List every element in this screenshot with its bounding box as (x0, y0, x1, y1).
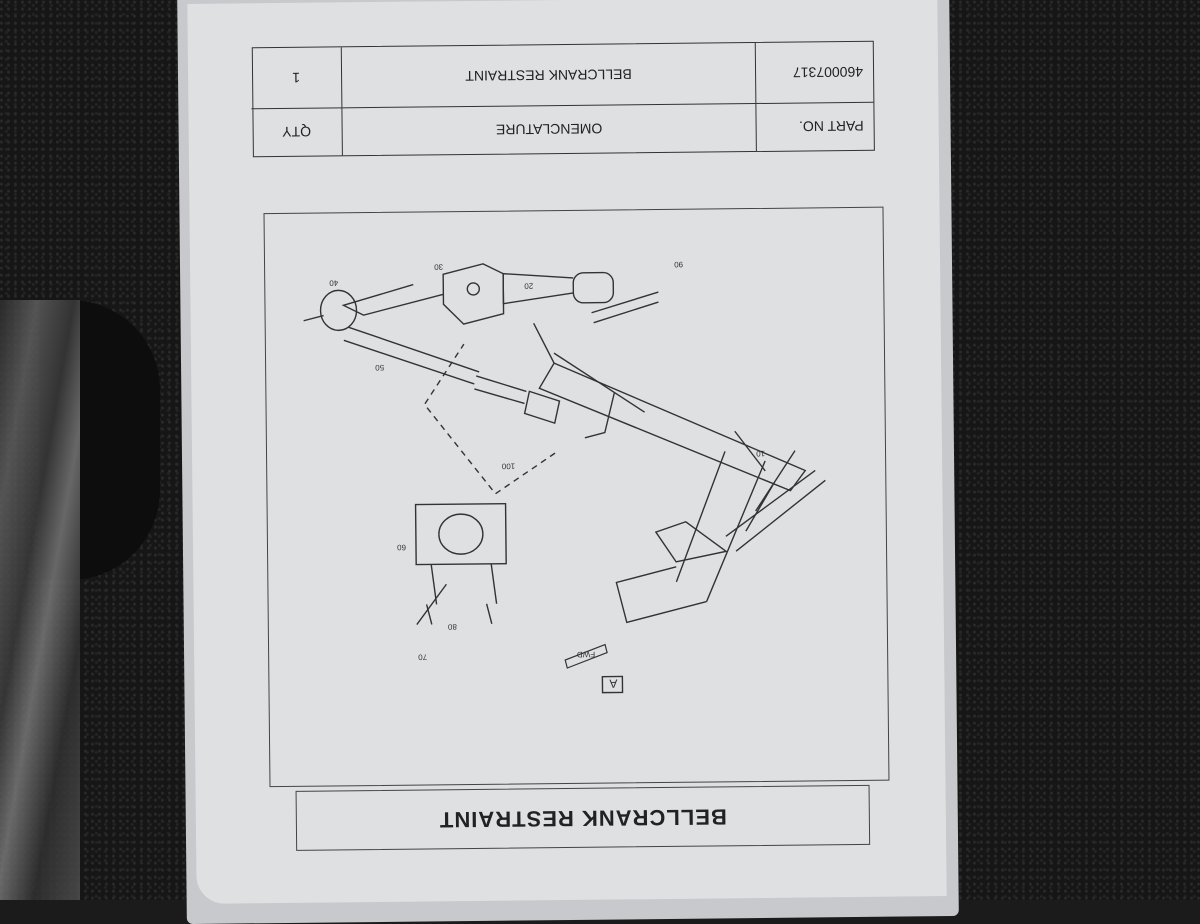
item-label: 20 (524, 281, 534, 290)
table-header-nomenclature: OMENCLATURE (341, 103, 756, 156)
dashed-callout-line (423, 343, 556, 495)
fwd-label: FWD (577, 650, 596, 659)
parts-table: PART NO. OMENCLATURE QTY 460007317 BELLC… (251, 40, 875, 158)
threaded-rod-drawing (343, 326, 561, 425)
table-cell-qty: 1 (292, 69, 301, 86)
item-label: 10 (756, 449, 766, 458)
block-drawing (414, 502, 507, 625)
view-a-marker: A (601, 675, 624, 694)
table-header-part-no: PART NO. (755, 101, 874, 152)
sheet-content-rotated: BELLCRANK RESTRAINT (187, 0, 946, 904)
sheet-title: BELLCRANK RESTRAINT (295, 784, 871, 851)
bolt-assembly-drawing (303, 263, 659, 332)
instruction-sheet: BELLCRANK RESTRAINT (187, 0, 947, 904)
table-header-qty: QTY (251, 107, 342, 157)
item-label: 80 (447, 622, 457, 631)
exploded-view-drawing: 10 20 30 40 50 60 70 80 90 100 A (303, 260, 826, 694)
item-label: 70 (418, 652, 428, 661)
view-a-label: A (609, 676, 617, 690)
item-label: 30 (434, 262, 444, 271)
bellcrank-frame-drawing (533, 323, 826, 624)
fwd-marker: FWD (564, 643, 608, 669)
item-label: 50 (375, 363, 385, 372)
item-label: 60 (397, 543, 407, 552)
item-labels: 10 20 30 40 50 60 70 80 90 100 (329, 260, 766, 662)
item-label: 100 (501, 462, 515, 471)
exploded-view-figure: 10 20 30 40 50 60 70 80 90 100 A (263, 206, 890, 788)
item-label: 40 (329, 278, 339, 287)
item-label: 90 (674, 260, 684, 269)
plastic-wrap (0, 300, 80, 900)
table-cell-nomenclature: BELLCRANK RESTRAINT (340, 43, 756, 108)
table-cell-part-no: 460007317 (754, 41, 874, 104)
